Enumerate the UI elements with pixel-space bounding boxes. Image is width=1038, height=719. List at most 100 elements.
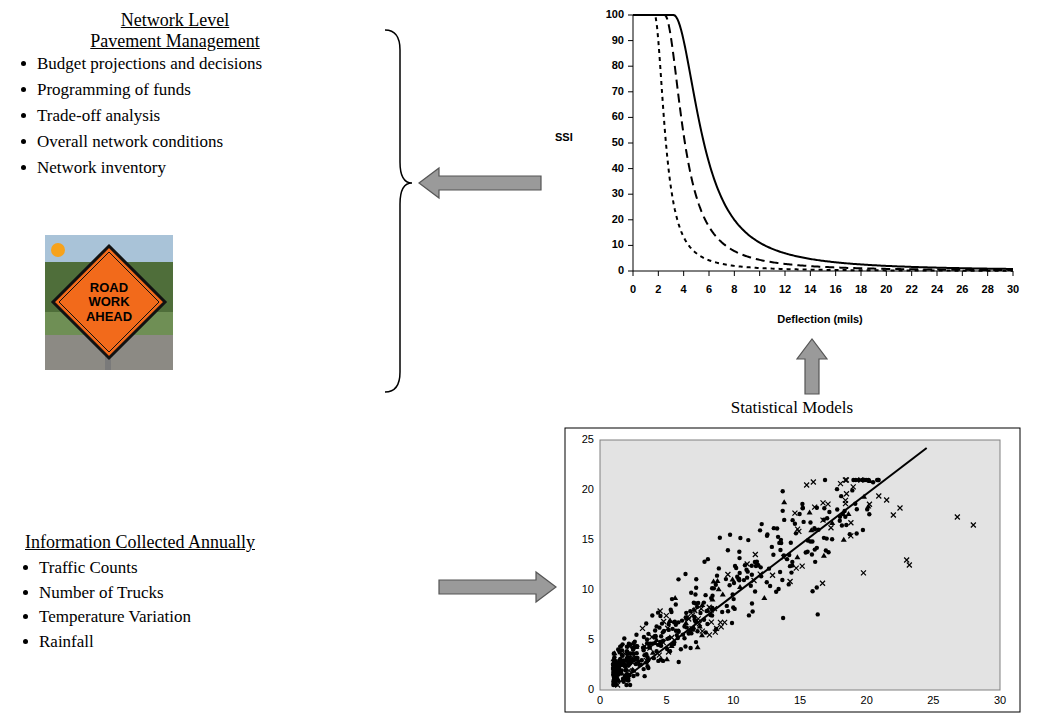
tick-label: 24 (922, 283, 952, 295)
sign-diamond (53, 246, 165, 358)
data-point (825, 502, 830, 507)
data-point (734, 566, 738, 570)
data-point (677, 660, 681, 664)
data-point (821, 553, 827, 558)
data-point (625, 644, 629, 648)
data-point (698, 611, 702, 615)
data-point (612, 676, 616, 680)
data-point (660, 621, 664, 625)
bullet-item: Budget projections and decisions (37, 54, 262, 74)
data-point (758, 528, 762, 532)
data-point (816, 612, 820, 616)
data-point (634, 662, 638, 666)
data-point (695, 629, 699, 633)
data-point (616, 672, 620, 676)
data-point (855, 507, 859, 511)
data-point (794, 554, 800, 559)
data-point (627, 662, 631, 666)
data-point (737, 556, 741, 560)
tick-mark (628, 66, 633, 67)
data-point (835, 487, 839, 491)
data-point (650, 650, 656, 655)
data-point (726, 609, 730, 613)
data-point (674, 602, 678, 606)
data-point (679, 647, 683, 651)
data-point (670, 627, 674, 631)
tick-mark (683, 271, 684, 276)
data-point (683, 644, 687, 648)
data-point (709, 596, 713, 600)
data-point (810, 539, 814, 543)
tick-label: 14 (795, 283, 825, 295)
data-point (697, 623, 703, 628)
data-point (737, 577, 741, 581)
data-point (838, 481, 843, 486)
tick-mark (628, 245, 633, 246)
data-point (807, 510, 813, 515)
block-arrow (419, 168, 541, 198)
tick-mark (628, 271, 633, 272)
data-point (884, 498, 889, 503)
data-point (612, 651, 616, 655)
data-point (720, 610, 724, 614)
tick-label: 12 (770, 283, 800, 295)
warning-light (51, 243, 65, 257)
data-point (871, 480, 875, 484)
scatter-chart (565, 428, 1020, 712)
data-point (760, 522, 764, 526)
data-point (779, 541, 783, 545)
data-point (695, 644, 701, 649)
data-point (851, 478, 855, 482)
tick-label: 22 (897, 283, 927, 295)
data-point (715, 573, 719, 577)
data-point (625, 649, 629, 653)
data-point (659, 644, 663, 648)
data-point (641, 667, 645, 671)
data-point (692, 600, 696, 604)
data-point (645, 664, 649, 668)
data-point (801, 506, 805, 510)
road-work-photo (45, 235, 173, 370)
data-point (758, 565, 762, 569)
data-point (738, 536, 742, 540)
data-point (755, 562, 759, 566)
data-point (820, 518, 825, 523)
data-point (650, 613, 654, 617)
data-point (746, 538, 750, 542)
tick-label: 26 (947, 283, 977, 295)
tick-label: 60 (588, 110, 624, 122)
tick-mark (759, 271, 760, 276)
data-point (676, 577, 680, 581)
data-point (861, 528, 865, 532)
data-point (726, 548, 730, 552)
data-point (750, 601, 754, 605)
data-point (633, 640, 637, 644)
data-point (840, 523, 844, 527)
data-point (634, 633, 638, 637)
data-point (750, 572, 754, 576)
data-point (635, 644, 639, 648)
tick-label: 40 (588, 162, 624, 174)
data-point (844, 523, 848, 527)
data-point (631, 674, 635, 678)
data-point (904, 558, 909, 563)
data-point (811, 480, 816, 485)
data-point (728, 533, 732, 537)
data-point (668, 649, 672, 653)
data-point (823, 478, 827, 482)
data-point (737, 549, 741, 553)
data-point (753, 589, 757, 593)
data-point (794, 566, 799, 571)
data-point (664, 613, 669, 618)
block-arrow (797, 339, 827, 394)
tick-label: 80 (588, 59, 624, 71)
data-point (707, 605, 712, 610)
data-point (812, 505, 817, 510)
data-point (835, 507, 839, 511)
data-point (659, 634, 663, 638)
data-point (648, 641, 652, 645)
data-point (683, 620, 689, 625)
data-point (866, 478, 870, 482)
data-point (815, 585, 819, 589)
data-point (821, 500, 826, 505)
